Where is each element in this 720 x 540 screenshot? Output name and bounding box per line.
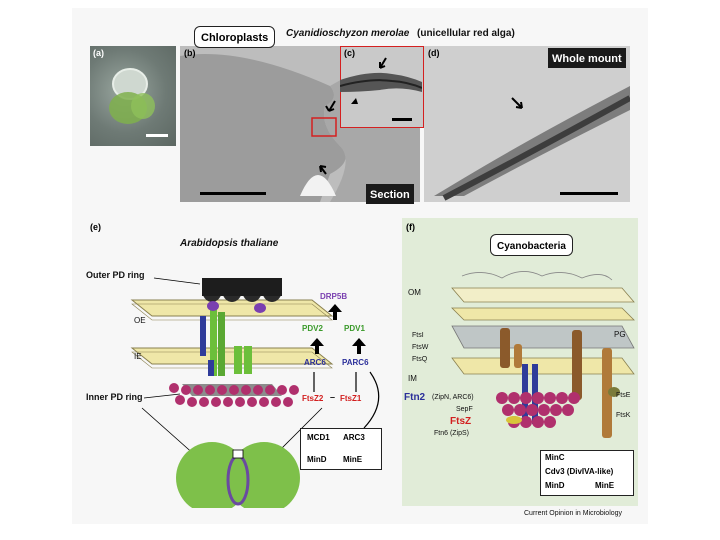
ftsw-label: FtsW xyxy=(412,344,429,351)
ftsi-label: FtsI xyxy=(412,332,424,339)
cdv3-label: Cdv3 (DivIVA-like) xyxy=(545,467,614,476)
inner-pd-ring-label: Inner PD ring xyxy=(86,392,143,402)
whole-mount-badge: Whole mount xyxy=(548,48,626,68)
panel-label-c: (c) xyxy=(344,48,355,58)
minc-label: MinC xyxy=(545,453,565,462)
pathway-connectors xyxy=(313,371,380,429)
chloroplasts-box: Chloroplasts xyxy=(194,26,276,48)
panel-label-a: (a) xyxy=(93,48,104,58)
species-name: Cyanidioschyzon merolae xyxy=(286,28,410,39)
mind: MinD xyxy=(307,455,327,464)
mcd1: MCD1 xyxy=(307,433,330,442)
species-note: (unicellular red alga) xyxy=(417,28,515,39)
ftsz1: FtsZ1 xyxy=(340,394,362,403)
dash: – xyxy=(330,392,336,402)
panel-label-f: (f) xyxy=(406,222,415,232)
panel-e-title: Arabidopsis thaliane xyxy=(180,238,279,249)
oe-label: OE xyxy=(134,316,146,325)
pdv2: PDV2 xyxy=(302,324,323,333)
sepf-label: SepF xyxy=(456,406,473,413)
outer-pd-ring xyxy=(202,278,282,302)
im-label: IM xyxy=(408,374,417,383)
chloroplasts-label: Chloroplasts xyxy=(201,32,269,44)
whole-mount-label: Whole mount xyxy=(552,53,622,65)
drp5b: DRP5B xyxy=(320,292,348,301)
arrow-up-icon xyxy=(352,338,366,354)
panel-label-b: (b) xyxy=(184,48,196,58)
figure: (a) (b) (c) (d) Whole mount Section Chl xyxy=(72,8,648,524)
ftsz2: FtsZ2 xyxy=(302,394,324,403)
journal-credit: Current Opinion in Microbiology xyxy=(524,510,623,517)
pd-ring-closeup xyxy=(340,57,422,121)
mine-legend-label: MinE xyxy=(595,481,615,490)
plastid-division-diagram xyxy=(130,277,334,508)
min-legend-box: MinC Cdv3 (DivIVA-like) MinD MinE xyxy=(540,450,634,496)
panel-label-d: (d) xyxy=(428,48,440,58)
section-label: Section xyxy=(370,189,410,201)
ie-label: IE xyxy=(134,352,142,361)
parc6: PARC6 xyxy=(342,358,369,367)
ftse-label: FtsE xyxy=(616,392,631,399)
mind-legend-label: MinD xyxy=(545,481,565,490)
arrow-up-icon xyxy=(328,304,342,320)
outer-pd-ring-label: Outer PD ring xyxy=(86,270,145,280)
ftn2-note: (ZipN, ARC6) xyxy=(432,394,474,401)
min-system-box: MCD1 ARC3 MinD MinE xyxy=(300,428,382,470)
cyanobacteria-divisome-diagram xyxy=(451,271,635,438)
whole-mount-ring-image xyxy=(434,86,630,201)
cell-image-a xyxy=(109,68,168,137)
inner-pd-ring-balls xyxy=(169,383,299,407)
ftn6-label: Ftn6 (ZipS) xyxy=(434,430,470,437)
ftsk-label: FtsK xyxy=(616,412,631,419)
mine: MinE xyxy=(343,455,363,464)
arc3: ARC3 xyxy=(343,433,365,442)
cyanobacteria-box: Cyanobacteria xyxy=(490,234,573,256)
section-badge: Section xyxy=(366,184,414,204)
pg-label: PG xyxy=(614,330,626,339)
pdv1: PDV1 xyxy=(344,324,365,333)
panel-label-e: (e) xyxy=(90,222,101,232)
arc6: ARC6 xyxy=(304,358,326,367)
om-label: OM xyxy=(408,288,421,297)
cyanobacteria-label: Cyanobacteria xyxy=(497,241,566,252)
ftsz-label: FtsZ xyxy=(450,416,472,427)
arrow-up-icon xyxy=(310,338,324,354)
ftsq-label: FtsQ xyxy=(412,356,428,363)
ftn2-label: Ftn2 xyxy=(404,392,426,403)
